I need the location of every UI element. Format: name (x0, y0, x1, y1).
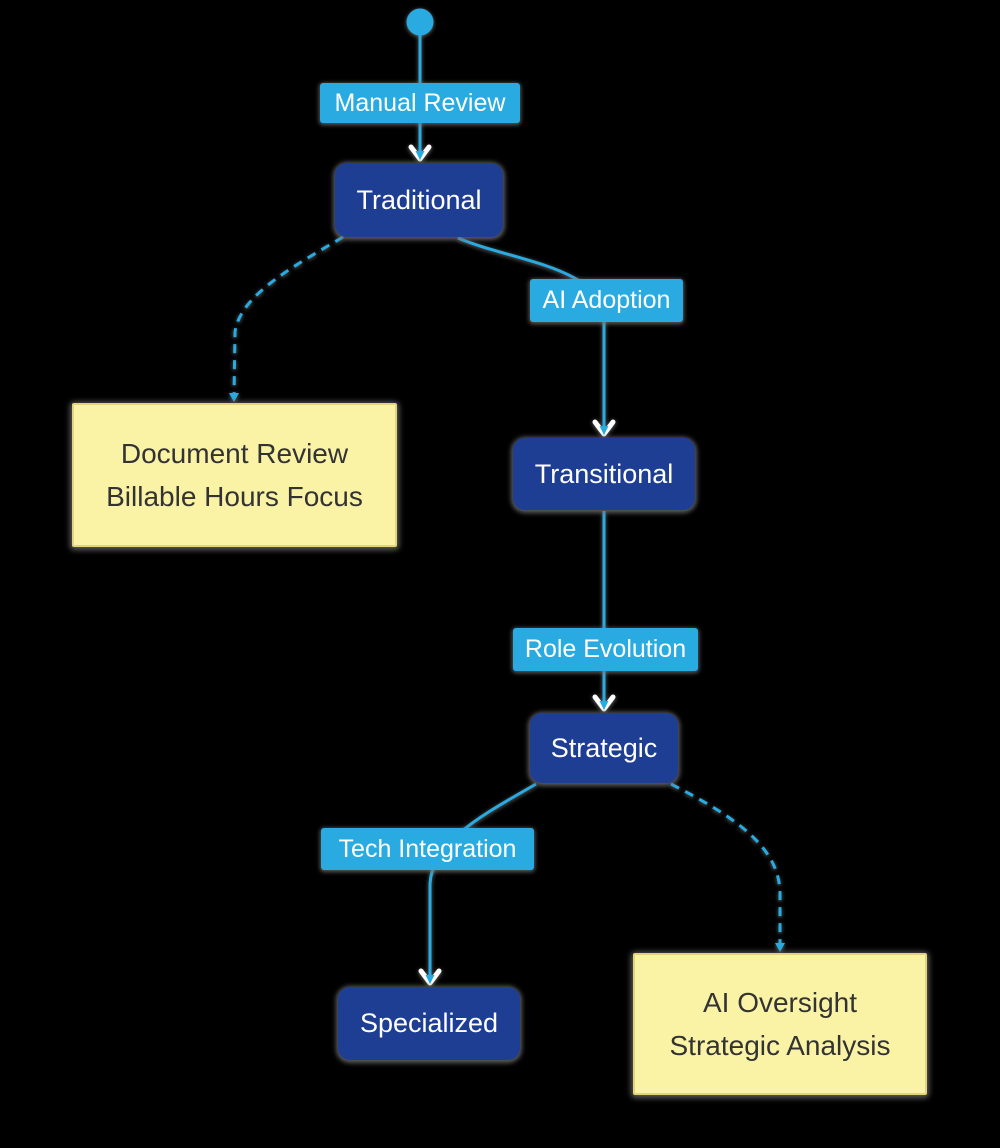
state-node-specialized: Specialized (338, 987, 520, 1060)
state-node-traditional: Traditional (335, 163, 503, 237)
state-node-label: Strategic (550, 732, 658, 763)
state-node-label: Specialized (359, 1008, 499, 1038)
note-ai-oversight: AI Oversight Strategic Analysis (633, 953, 927, 1095)
state-node-label: Traditional (356, 184, 482, 215)
start-state-node (406, 8, 434, 36)
edge-traditional-to-note (232, 235, 344, 398)
transition-label-manual-review: Manual Review (320, 83, 520, 123)
arrowhead-traditional (408, 144, 432, 162)
state-node-transitional: Transitional (513, 438, 695, 510)
note-line: Billable Hours Focus (106, 481, 363, 512)
edge-strategic-to-note (670, 782, 782, 947)
note-document-review: Document Review Billable Hours Focus (72, 403, 397, 547)
edge-strategic-to-specialized (428, 782, 537, 977)
arrowhead-transitional (592, 419, 616, 437)
arrow-tip-note-document (229, 393, 239, 402)
arrow-tip-note-oversight (775, 943, 785, 952)
transition-label-ai-adoption: AI Adoption (530, 279, 683, 322)
state-node-label: Transitional (534, 458, 674, 489)
arrowhead-strategic (592, 694, 616, 712)
arrowhead-specialized (418, 968, 442, 986)
note-line: AI Oversight (702, 987, 858, 1018)
transition-label-role-evolution: Role Evolution (513, 628, 698, 671)
edge-traditional-to-transitional (457, 236, 606, 428)
note-line: Document Review (120, 438, 349, 469)
state-node-strategic: Strategic (530, 713, 678, 783)
transition-label-tech-integration: Tech Integration (321, 828, 534, 870)
note-line: Strategic Analysis (669, 1030, 891, 1061)
